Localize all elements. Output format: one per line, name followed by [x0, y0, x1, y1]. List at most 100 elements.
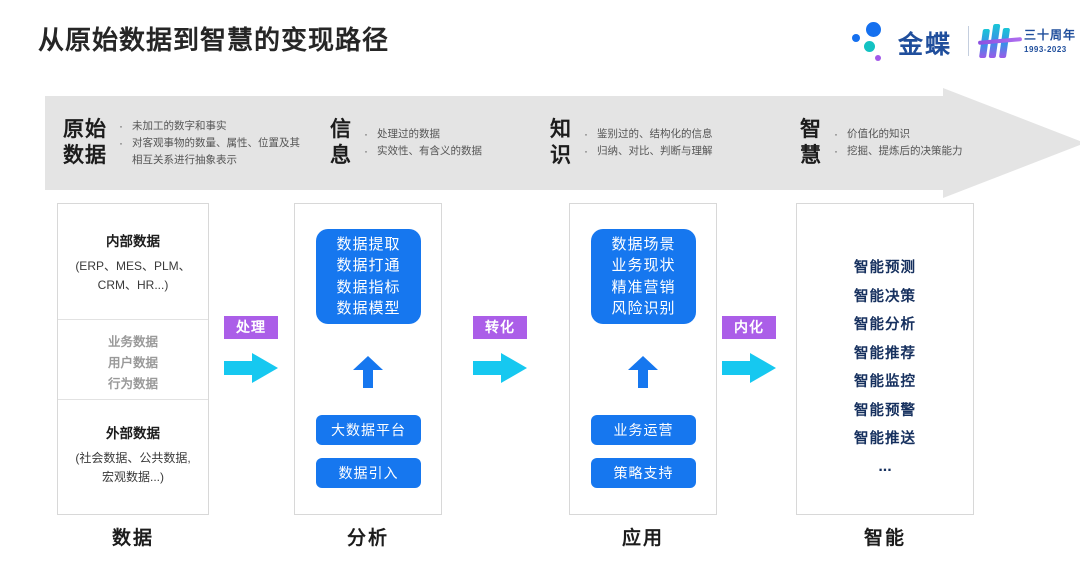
apply-pill-operations[interactable]: 业务运营 [591, 415, 696, 445]
band-bullet: · 归纳、对比、判断与理解 [584, 144, 713, 158]
analysis-card-line: 数据打通 [336, 257, 401, 274]
intelligence-list: 智能预测 智能决策 智能分析 智能推荐 智能监控 智能预警 智能推送 ... [797, 254, 973, 480]
list-ellipsis: ... [878, 457, 892, 475]
band-bullet: · 鉴别过的、结构化的信息 [584, 127, 713, 141]
list-item: 智能预测 [854, 260, 916, 276]
band-stage-title-line1: 原始 [63, 118, 107, 141]
band-bullet: · 未加工的数字和事实 [119, 118, 227, 133]
band-bullet: · 价值化的知识 [834, 127, 910, 141]
arrow-head [628, 356, 658, 370]
analysis-main-card[interactable]: 数据提取 数据打通 数据指标 数据模型 [316, 229, 421, 324]
band-stage-title-line1: 知 [550, 118, 572, 141]
internal-data-subtitle: (ERP、MES、PLM、 CRM、HR...) [66, 257, 200, 295]
external-data-section: 外部数据 (社会数据、公共数据, 宏观数据...) [58, 400, 208, 514]
list-item: 智能分析 [854, 317, 916, 333]
band-stage-bullets: · 未加工的数字和事实 · 对客观事物的数量、属性、位置及其相互关系进行抽象表示 [119, 118, 310, 169]
arrow-shaft [722, 361, 754, 375]
connector-process: 处理 [224, 316, 288, 383]
analysis-card-line: 数据模型 [336, 300, 401, 317]
band-stage-bullets: · 鉴别过的、结构化的信息 · 归纳、对比、判断与理解 [584, 126, 713, 160]
bullet-dot-icon: · [364, 144, 368, 158]
internal-data-sub-line2: CRM、HR...) [97, 278, 169, 292]
connector-transform: 转化 [473, 316, 537, 383]
band-stage-wisdom: 智 慧 · 价值化的知识 · 挖掘、提炼后的决策能力 [800, 110, 963, 176]
bullet-dot-icon: · [834, 144, 838, 158]
analysis-pill-platform[interactable]: 大数据平台 [316, 415, 421, 445]
apply-card-line: 数据场景 [611, 235, 676, 253]
band-stage-title: 原始 数据 [63, 117, 107, 169]
apply-card-line: 精准营销 [611, 278, 676, 296]
bullet-dot-icon: · [584, 144, 588, 158]
logo-dot-large-blue [866, 22, 881, 37]
band-stage-raw-data: 原始 数据 · 未加工的数字和事实 · 对客观事物的数量、属性、位置及其相互关系… [63, 110, 310, 176]
bullet-dot-icon: · [584, 127, 588, 141]
arrow-head [501, 353, 527, 383]
connector-label: 内化 [722, 316, 776, 339]
column-label-intelligence: 智能 [863, 528, 906, 549]
band-bullet: · 处理过的数据 [364, 127, 440, 141]
connector-label: 处理 [224, 316, 278, 339]
external-data-sub-line2: 宏观数据...) [102, 470, 164, 484]
analysis-card-line: 数据指标 [336, 278, 401, 296]
band-body [45, 96, 945, 190]
arrow-head [353, 356, 383, 370]
external-data-subtitle: (社会数据、公共数据, 宏观数据...) [66, 449, 200, 487]
band-stage-bullets: · 价值化的知识 · 挖掘、提炼后的决策能力 [834, 126, 963, 160]
arrow-shaft [473, 361, 505, 375]
anniversary-text: 三十周年 1993-2023 [1024, 26, 1080, 54]
list-item: 智能决策 [854, 288, 916, 305]
list-item: 智能推送 [854, 431, 916, 447]
logo-dots-icon [850, 20, 894, 62]
band-stage-title-line2: 慧 [800, 144, 822, 167]
band-stage-title-line2: 数据 [63, 144, 107, 167]
band-stage-title: 智 慧 [800, 117, 822, 169]
logo-divider [968, 26, 969, 56]
band-stage-knowledge: 知 识 · 鉴别过的、结构化的信息 · 归纳、对比、判断与理解 [550, 110, 713, 176]
connector-label: 转化 [473, 316, 527, 339]
apply-main-card[interactable]: 数据场景 业务现状 精准营销 风险识别 [591, 229, 696, 324]
apply-up-arrow-icon [628, 356, 658, 388]
external-data-sub-line1: (社会数据、公共数据, [75, 451, 191, 465]
analysis-pill-ingest[interactable]: 数据引入 [316, 458, 421, 488]
band-stage-title: 信 息 [330, 117, 352, 169]
arrow-shaft [224, 361, 256, 375]
band-stage-information: 信 息 · 处理过的数据 · 实效性、有含义的数据 [330, 110, 482, 176]
column-intelligence: 智能预测 智能决策 智能分析 智能推荐 智能监控 智能预警 智能推送 ... [796, 203, 974, 515]
connector-arrow-icon [224, 353, 282, 383]
data-type-item: 业务数据 [107, 335, 158, 349]
apply-card-line: 业务现状 [611, 257, 676, 274]
page-title: 从原始数据到智慧的变现路径 [38, 25, 390, 55]
brand-name: 金蝶 [898, 31, 953, 59]
logo-dot-small-blue [852, 34, 860, 42]
band-bullet: · 对客观事物的数量、属性、位置及其相互关系进行抽象表示 [119, 135, 300, 166]
maturity-band: 原始 数据 · 未加工的数字和事实 · 对客观事物的数量、属性、位置及其相互关系… [45, 88, 1080, 198]
column-label-data: 数据 [111, 528, 154, 549]
list-item: 智能监控 [854, 374, 916, 390]
arrow-shaft [363, 368, 373, 388]
bullet-dot-icon: · [834, 127, 838, 141]
connector-arrow-icon [473, 353, 531, 383]
list-item: 智能预警 [854, 402, 916, 419]
bullet-dot-icon: · [119, 118, 123, 133]
connector-arrow-icon [722, 353, 780, 383]
band-stage-bullets: · 处理过的数据 · 实效性、有含义的数据 [364, 126, 482, 160]
column-label-apply: 应用 [621, 528, 664, 549]
data-type-item: 用户数据 [107, 356, 158, 370]
arrow-shaft [638, 368, 648, 388]
logo-dot-teal [864, 41, 875, 52]
list-item: 智能推荐 [854, 345, 916, 362]
brand-logo: 金蝶 三十周年 1993-2023 [850, 18, 1075, 64]
external-data-title: 外部数据 [106, 426, 160, 441]
analysis-up-arrow-icon [353, 356, 383, 388]
anniversary-bar-3 [998, 28, 1011, 58]
anniversary-label: 三十周年 [1024, 28, 1077, 42]
apply-pill-strategy[interactable]: 策略支持 [591, 458, 696, 488]
apply-card-line: 风险识别 [611, 300, 676, 317]
logo-dot-purple [875, 55, 881, 61]
internal-data-sub-line1: (ERP、MES、PLM、 [75, 259, 191, 273]
band-bullet: · 挖掘、提炼后的决策能力 [834, 144, 963, 158]
band-stage-title-line1: 智 [800, 118, 822, 141]
anniversary-mark-icon [977, 22, 1023, 60]
band-stage-title: 知 识 [550, 117, 572, 169]
data-type-item: 行为数据 [107, 377, 158, 391]
